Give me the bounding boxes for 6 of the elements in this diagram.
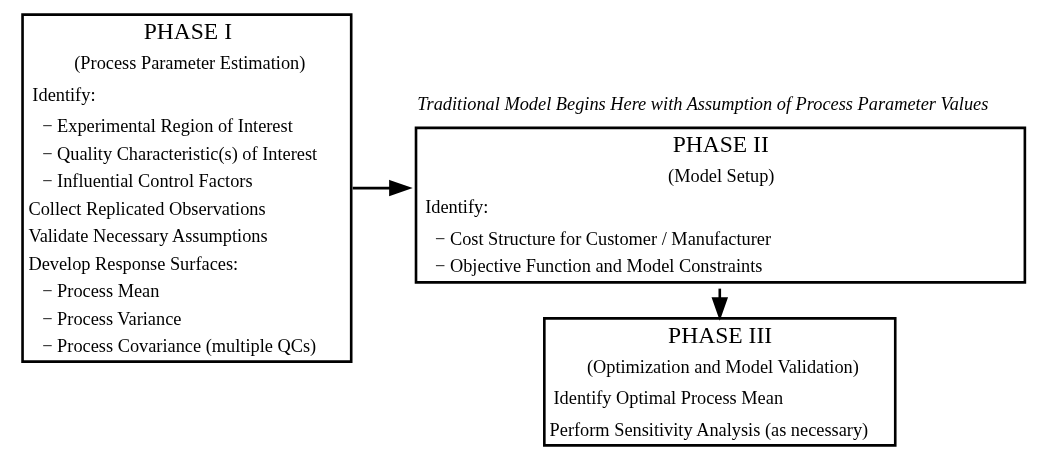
node-box: PHASE III (Optimization and Model Validation) Identify Optimal Process Mean Perform Sensitivity Analysis (as necessary) — [543, 317, 897, 447]
arrow — [711, 288, 729, 321]
arrow — [352, 179, 413, 197]
node-box: PHASE I (Process Parameter Estimation) Identify: − Experimental Region of Interest − Quality Characteristic(s) of Interest − Influential Control Factors Collect Replicated Observations Validate Necessary Assumptions Develop Response Surfaces: − Process Mean − Process Variance − Process Covariance (multiple QCs) — [21, 13, 353, 363]
node-label: Traditional Model Begins Here with Assumption of Process Parameter Values — [417, 93, 989, 114]
node-box: PHASE II (Model Setup) Identify: − Cost Structure for Customer / Manufacturer − Objective Function and Model Constraints — [414, 126, 1027, 284]
